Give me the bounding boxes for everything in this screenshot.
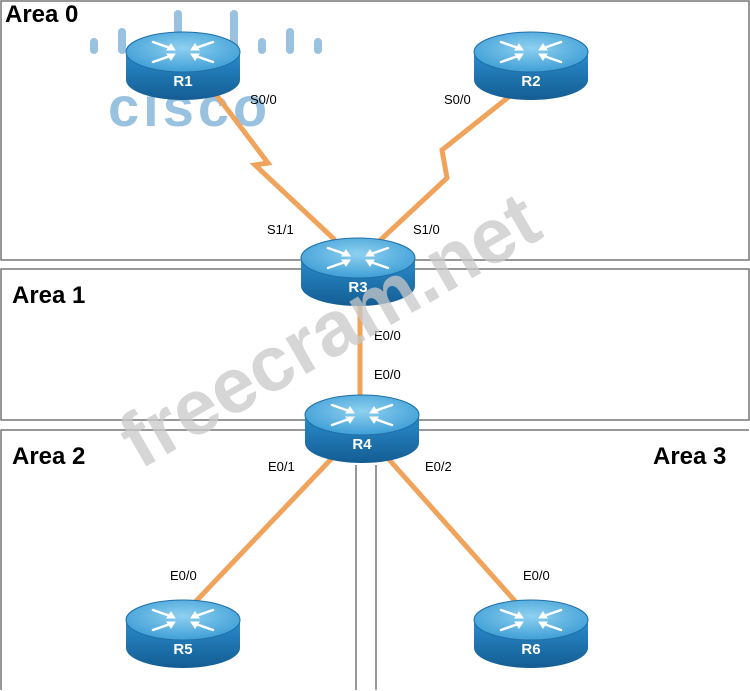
intf-r2-s0-0: S0/0 xyxy=(444,92,471,107)
area-2-label: Area 2 xyxy=(12,443,85,470)
router-r1[interactable]: R1 xyxy=(124,30,242,102)
link-r4-r5-ethernet xyxy=(178,453,337,620)
router-r4[interactable]: R4 xyxy=(303,393,421,465)
router-r5-label: R5 xyxy=(173,641,192,658)
area-3-label: Area 3 xyxy=(653,443,726,470)
router-r3-label: R3 xyxy=(348,279,367,296)
router-r4-label: R4 xyxy=(352,436,372,453)
intf-r4-e0-2: E0/2 xyxy=(425,459,452,474)
router-r3[interactable]: R3 xyxy=(299,236,417,308)
router-r2-label: R2 xyxy=(521,73,540,90)
intf-r4-e0-0: E0/0 xyxy=(374,367,401,382)
intf-r4-e0-1: E0/1 xyxy=(268,459,295,474)
intf-r3-s1-0: S1/0 xyxy=(413,222,440,237)
intf-r6-e0-0: E0/0 xyxy=(523,568,550,583)
links xyxy=(178,78,532,620)
router-r6[interactable]: R6 xyxy=(472,598,590,670)
router-r6-label: R6 xyxy=(521,641,540,658)
area-1-label: Area 1 xyxy=(12,282,85,309)
area-0-label: Area 0 xyxy=(5,1,78,28)
intf-r1-s0-0: S0/0 xyxy=(250,92,277,107)
interface-labels: S0/0 S1/1 S0/0 S1/0 E0/0 E0/0 E0/1 E0/0 … xyxy=(170,92,550,583)
router-r2[interactable]: R2 xyxy=(472,30,590,102)
intf-r3-s1-1: S1/1 xyxy=(267,222,294,237)
area-2-box xyxy=(0,429,749,690)
router-r5[interactable]: R5 xyxy=(124,598,242,670)
link-r4-r6-ethernet xyxy=(383,453,532,620)
intf-r3-e0-0: E0/0 xyxy=(374,328,401,343)
link-r1-r3-serial xyxy=(203,78,337,242)
router-r1-label: R1 xyxy=(173,73,192,90)
link-r2-r3-serial xyxy=(373,78,532,247)
area-labels: Area 0 Area 1 Area 2 Area 3 xyxy=(5,1,726,470)
intf-r5-e0-0: E0/0 xyxy=(170,568,197,583)
